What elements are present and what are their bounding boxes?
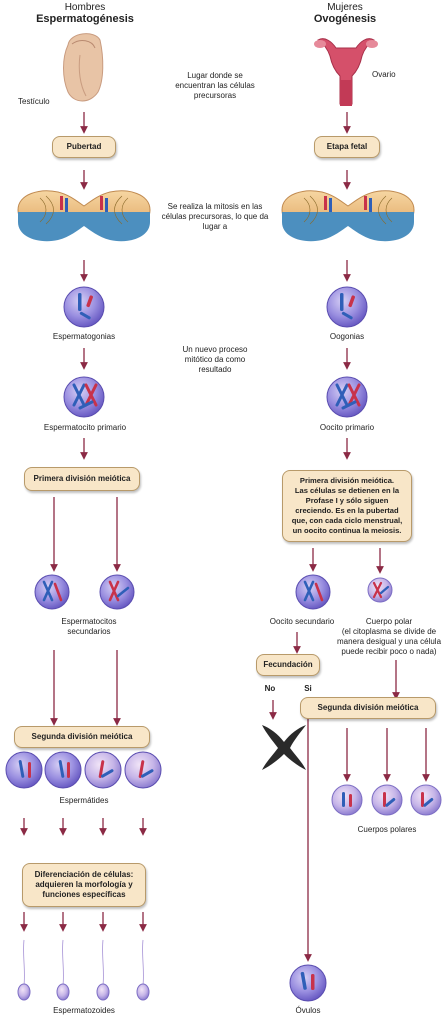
polar-bodies-label: Cuerpos polares <box>357 825 417 834</box>
women-meiosis2-box: Segunda división meiótica <box>300 697 436 719</box>
men-subtitle: Espermatogénesis <box>36 13 134 25</box>
spermatozoa-label: Espermatozoides <box>53 1006 115 1015</box>
men-meiosis2-box: Segunda división meiótica <box>14 726 150 748</box>
testis-label: Testículo <box>18 97 50 106</box>
primary-oocyte-label: Oocito primario <box>319 423 375 432</box>
spermatid-cell <box>84 751 122 789</box>
puberty-box: Pubertad <box>52 136 116 158</box>
secondary-oocyte-cell <box>295 574 331 610</box>
fetal-stage-box: Etapa fetal <box>314 136 380 158</box>
spermatid-cell <box>5 751 43 789</box>
secondary-oocyte-label: Oocito secundario <box>269 617 335 626</box>
mitosis-illustration-men <box>17 190 151 242</box>
fertilization-box: Fecundación <box>256 654 320 676</box>
testis-illustration <box>63 33 104 102</box>
women-subtitle: Ovogénesis <box>313 13 377 25</box>
spermatozoon <box>56 939 70 1001</box>
polar-body-cell <box>331 784 363 816</box>
women-title: Mujeres <box>327 2 363 13</box>
oogonia-label: Oogonias <box>329 332 365 341</box>
primary-spermatocyte-cell <box>63 376 105 418</box>
primary-oocyte-cell <box>326 376 368 418</box>
mitosis-illustration-women <box>281 190 415 242</box>
spermatogonia-cell <box>63 286 105 328</box>
new-process-text: Un nuevo proceso mitótico da como result… <box>182 345 248 374</box>
differentiation-box: Diferenciación de células: adquieren la … <box>22 863 146 907</box>
ovary-label: Ovario <box>372 70 396 79</box>
polar-body-cell <box>371 784 403 816</box>
yes-label: Si <box>304 684 312 693</box>
polar-body-cell <box>410 784 442 816</box>
location-text: Lugar donde se encuentran las células pr… <box>175 71 255 100</box>
primary-spermatocyte-label: Espermatocito primario <box>43 423 127 432</box>
spermatozoon <box>136 939 150 1001</box>
spermatozoon <box>96 939 110 1001</box>
spermatid-cell <box>124 751 162 789</box>
spermatogonia-label: Espermatogonias <box>52 332 116 341</box>
men-meiosis1-box: Primera división meiótica <box>24 467 140 491</box>
men-title: Hombres <box>64 2 106 13</box>
ovum-cell <box>289 964 327 1002</box>
secondary-spermatocytes-label: Espermatocitos secundarios <box>61 617 117 636</box>
women-meiosis1-box: Primera división meiótica. Las células s… <box>282 470 412 542</box>
polar-body-label: Cuerpo polar (el citoplasma se divide de… <box>336 617 442 656</box>
mitosis-text: Se realiza la mitosis en las células pre… <box>161 202 269 231</box>
uterus-illustration <box>314 38 378 106</box>
no-fertilization-x-icon <box>262 725 306 770</box>
polar-body-cell <box>367 577 393 603</box>
secondary-spermatocyte-cell <box>34 574 70 610</box>
ova-label: Óvulos <box>295 1006 321 1015</box>
spermatid-cell <box>44 751 82 789</box>
spermatozoon <box>17 939 31 1001</box>
spermatids-label: Espermátides <box>59 796 109 805</box>
secondary-spermatocyte-cell <box>99 574 135 610</box>
no-label: No <box>264 684 276 693</box>
oogonia-cell <box>326 286 368 328</box>
